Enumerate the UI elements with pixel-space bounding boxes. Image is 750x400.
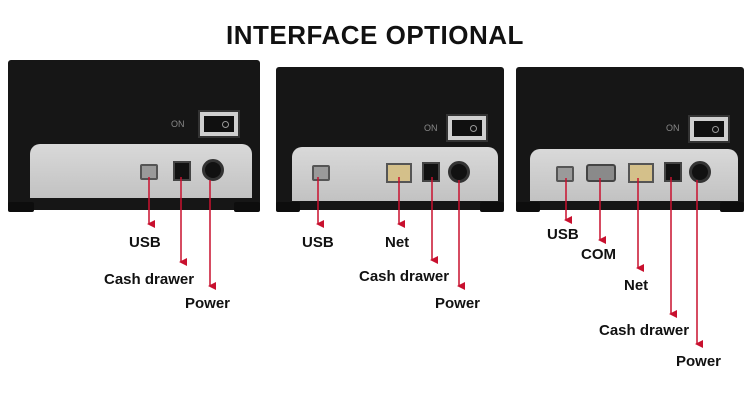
cash-drawer-label: Cash drawer: [599, 322, 690, 339]
power-port: [202, 159, 224, 181]
power-label: Power: [676, 353, 722, 370]
net-label: Net: [385, 234, 410, 251]
page-title: INTERFACE OPTIONAL: [226, 20, 524, 50]
com-label: COM: [581, 246, 616, 263]
net-port: [628, 163, 654, 183]
switch-mark: ON: [666, 123, 680, 133]
usb-port: [312, 165, 330, 181]
power-switch: [198, 110, 240, 138]
com-port: [586, 164, 616, 182]
printer-usb-com-net-model: ON: [516, 67, 744, 212]
usb-label: USB: [302, 234, 334, 251]
power-label: Power: [185, 295, 231, 312]
printer-usb-model: ON: [8, 60, 260, 212]
power-switch: [688, 115, 730, 143]
cash-drawer-port: [664, 162, 682, 182]
usb-label: USB: [129, 234, 161, 251]
usb-port: [556, 166, 574, 182]
cash-drawer-label: Cash drawer: [104, 271, 195, 288]
switch-mark: ON: [171, 119, 185, 129]
net-label: Net: [624, 277, 649, 294]
power-port: [689, 161, 711, 183]
usb-label: USB: [547, 226, 579, 243]
power-label: Power: [435, 295, 481, 312]
cash-drawer-port: [422, 162, 440, 182]
cash-drawer-port: [173, 161, 191, 181]
printer-usb-net-model: ON: [276, 67, 504, 212]
switch-mark: ON: [424, 123, 438, 133]
power-switch: [446, 114, 488, 142]
cash-drawer-label: Cash drawer: [359, 268, 450, 285]
